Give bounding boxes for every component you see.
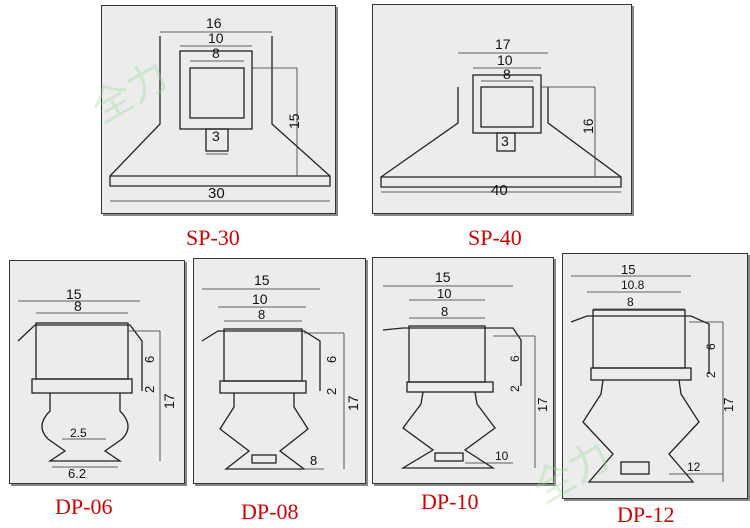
- dp10-dim-h1: 6: [508, 355, 522, 362]
- dp12-dim-height: 17: [721, 398, 736, 412]
- sp30-dim-mid: 10: [208, 30, 224, 46]
- sp40-drawing-panel: 17 10 8 16 3 40: [372, 4, 632, 214]
- dp08-caption: DP-08: [241, 499, 299, 524]
- sp30-drawing: 16 10 8 15 3 30: [109, 15, 331, 202]
- dp06-caption: DP-06: [55, 494, 113, 519]
- dp08-dim-h2: 2: [324, 388, 339, 395]
- sp40-dim-base: 40: [491, 182, 508, 199]
- dp06-dim-height: 17: [161, 393, 177, 409]
- sp40-caption: SP-40: [468, 225, 522, 250]
- dp06-drawing-panel: 15 8 6 2 17 2.5 6.2: [9, 260, 185, 484]
- sp40-dim-top: 17: [495, 36, 511, 52]
- dp10-dim-base: 10: [495, 449, 509, 463]
- sp30-caption: SP-30: [186, 225, 240, 250]
- sp40-drawing: 17 10 8 16 3 40: [380, 36, 622, 199]
- sp40-dim-mid: 10: [497, 52, 513, 68]
- sp40-dim-height: 16: [580, 118, 596, 134]
- dp12-caption: DP-12: [617, 502, 675, 527]
- dp08-dim-mid: 10: [252, 291, 268, 307]
- dp06-dim-h2: 2: [142, 386, 157, 393]
- dp06-drawing: 15 8 6 2 17 2.5 6.2: [17, 286, 177, 481]
- dp10-dim-height: 17: [535, 398, 550, 412]
- dp06-dim-neck: 2.5: [70, 426, 87, 440]
- dp10-dim-top: 15: [435, 269, 451, 285]
- dp12-dim-mid: 10.8: [621, 278, 645, 292]
- dp12-drawing: 15 10.8 8 6 2 17 12: [570, 262, 736, 483]
- dp06-dim-h1: 6: [142, 356, 157, 363]
- dp08-drawing: 15 10 8 6 2 17 8: [201, 272, 361, 470]
- dp10-dim-mid: 10: [437, 286, 451, 301]
- sp30-drawing-panel: 16 10 8 15 3 30: [101, 5, 336, 214]
- dp08-dim-h1: 6: [324, 356, 339, 363]
- sp30-dim-height: 15: [286, 113, 302, 129]
- dp08-dim-height: 17: [345, 395, 361, 411]
- dp06-dim-inner: 8: [74, 298, 82, 314]
- dp12-dim-base: 12: [687, 460, 701, 474]
- sp40-dim-stem: 3: [501, 133, 509, 149]
- dp08-dim-inner: 8: [258, 307, 265, 322]
- dp10-dim-inner: 8: [441, 304, 448, 319]
- dp12-dim-h1: 6: [704, 343, 718, 350]
- dp10-drawing-panel: 15 10 8 6 2 17 10: [372, 257, 554, 484]
- dp12-dim-inner: 8: [627, 295, 634, 309]
- dp06-dim-base: 6.2: [68, 466, 86, 481]
- dp10-dim-h2: 2: [508, 385, 522, 392]
- dp12-dim-h2: 2: [704, 371, 718, 378]
- sp30-dim-base: 30: [208, 185, 225, 202]
- dp06-dim-top: 15: [66, 286, 82, 302]
- dp08-drawing-panel: 15 10 8 6 2 17 8: [193, 258, 366, 484]
- dp08-dim-base: 8: [310, 453, 317, 468]
- sp30-dim-inner: 8: [212, 45, 220, 61]
- dp12-dim-top: 15: [621, 262, 635, 277]
- dp08-dim-top: 15: [254, 272, 270, 288]
- sp30-dim-top: 16: [206, 15, 222, 31]
- sp30-dim-stem: 3: [212, 128, 220, 144]
- dp12-drawing-panel: 15 10.8 8 6 2 17 12: [562, 253, 748, 499]
- dp10-caption: DP-10: [421, 489, 479, 514]
- sp40-dim-inner: 8: [503, 66, 511, 82]
- dp10-drawing: 15 10 8 6 2 17 10: [382, 269, 550, 469]
